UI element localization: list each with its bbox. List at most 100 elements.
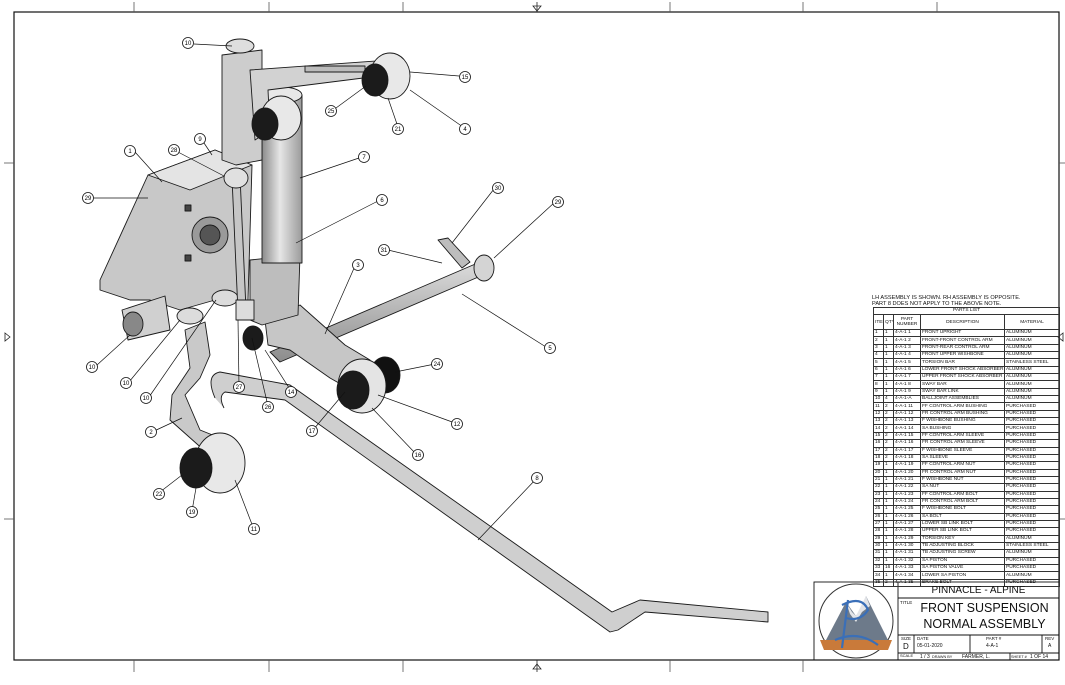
callout-number: 24 <box>434 362 441 368</box>
cell-material: PURCHASED <box>1003 505 1061 514</box>
drawing-title-line2: NORMAL ASSEMBLY <box>923 617 1046 631</box>
callout-balloon: 1 <box>124 145 136 157</box>
cell-description: SA NUT <box>920 483 1005 492</box>
cell-material: PURCHASED <box>1003 417 1061 426</box>
cell-material: ALUMINUM <box>1003 343 1061 353</box>
sa-bushing <box>242 325 264 351</box>
cell-item: 9 <box>873 387 884 397</box>
cell-qty: 2 <box>883 409 894 419</box>
fr-bushing-face <box>336 370 370 410</box>
cell-qty: 1 <box>883 490 894 499</box>
callout-balloon: 16 <box>412 449 424 461</box>
cell-part-number: 4-A-1 8 <box>893 380 921 389</box>
cell-qty: 1 <box>883 497 894 507</box>
cell-qty: 2 <box>883 453 894 463</box>
cell-item: 17 <box>873 446 884 455</box>
cell-qty: 2 <box>883 424 894 433</box>
cell-part-number: 4-A-1 30 <box>893 541 921 551</box>
cell-qty: 1 <box>883 571 894 580</box>
cell-qty: 2 <box>883 431 894 441</box>
drawing-title-line1: FRONT SUSPENSION <box>920 601 1049 615</box>
cell-item: 27 <box>873 519 884 529</box>
cell-description: LOWER FRONT SHOCK ABSORBER <box>920 365 1005 375</box>
cell-qty: 4 <box>883 395 894 404</box>
cell-material: ALUMINUM <box>1003 534 1061 543</box>
cell-qty: 1 <box>883 351 894 360</box>
cell-part-number: 4-A-1 21 <box>893 475 921 485</box>
cell-part-number: 4-A-1 14 <box>893 424 921 433</box>
cell-part-number: 4-A-1 6 <box>893 365 921 375</box>
cell-qty: 1 <box>883 549 894 558</box>
cell-material: PURCHASED <box>1003 556 1061 566</box>
callout-number: 15 <box>462 75 469 81</box>
cell-item: 21 <box>873 475 884 485</box>
cell-item: 26 <box>873 512 884 521</box>
cell-part-number: 4-A-1 5 <box>893 358 921 367</box>
cell-description: SA BUSHING <box>920 424 1005 433</box>
cell-item: 1 <box>873 328 884 338</box>
cell-part-number: 4-A-1 4 <box>893 351 921 360</box>
cell-material: PURCHASED <box>1003 409 1061 419</box>
cell-qty: 1 <box>883 343 894 353</box>
cell-item: 8 <box>873 380 884 389</box>
sheet-number-label: SHEET # <box>1011 655 1027 659</box>
cell-description: FRONT-FRONT CONTROL ARM <box>920 336 1005 345</box>
callout-balloon: 27 <box>233 381 245 393</box>
cell-part-number: 4-A-1 15 <box>893 431 921 441</box>
cell-part-number: 4-A-1 11 <box>893 402 921 411</box>
cell-item: 7 <box>873 373 884 382</box>
cell-part-number: 4-A-1 18 <box>893 453 921 463</box>
cell-description: FRONT UPRIGHT <box>920 328 1005 338</box>
cell-part-number: 4-A-1 19 <box>893 461 921 470</box>
callout-number: 19 <box>189 510 196 516</box>
cell-qty: 1 <box>883 541 894 551</box>
rev-label: REV <box>1045 636 1055 641</box>
callout-balloon: 17 <box>306 425 318 437</box>
callout-balloon: 4 <box>459 123 471 135</box>
cell-description: FR CONTROL ARM NUT <box>920 468 1005 477</box>
cell-qty: 1 <box>883 373 894 382</box>
cell-description: SWAY BAR LINK <box>920 387 1005 397</box>
cell-item: 20 <box>873 468 884 477</box>
cell-item: 10 <box>873 395 884 404</box>
cell-qty: 1 <box>883 512 894 521</box>
cell-material: PURCHASED <box>1003 424 1061 433</box>
title-label: TITLE <box>900 600 913 605</box>
cell-item: 32 <box>873 556 884 566</box>
callout-number: 16 <box>415 453 422 459</box>
cell-item: 12 <box>873 409 884 419</box>
callout-balloon: 21 <box>392 123 404 135</box>
callout-balloon: 14 <box>285 386 297 398</box>
callout-balloon: 30 <box>492 182 504 194</box>
cell-part-number: 4-A-1 24 <box>893 497 921 507</box>
cell-description: F WISHBONE SLEEVE <box>920 446 1005 455</box>
cell-material: ALUMINUM <box>1003 571 1061 580</box>
cell-item: 3 <box>873 343 884 353</box>
cell-material: PURCHASED <box>1003 453 1061 463</box>
cell-description: UPPER SB LINK BOLT <box>920 527 1005 536</box>
cell-description: FF CONTROL ARM NUT <box>920 461 1005 470</box>
cell-material: PURCHASED <box>1003 490 1061 499</box>
cell-item: 13 <box>873 417 884 426</box>
callout-number: 22 <box>156 492 163 498</box>
cell-qty: 1 <box>883 534 894 543</box>
callout-balloon: 29 <box>82 192 94 204</box>
col-item-header: ITEM <box>873 314 884 330</box>
callout-balloon: 11 <box>248 523 260 535</box>
callout-number: 9 <box>198 137 202 143</box>
callout-balloon: 6 <box>376 194 388 206</box>
callout-balloon: 10 <box>120 377 132 389</box>
drawing-scale: 1 / 3 <box>920 654 930 660</box>
callout-balloon: 8 <box>531 472 543 484</box>
